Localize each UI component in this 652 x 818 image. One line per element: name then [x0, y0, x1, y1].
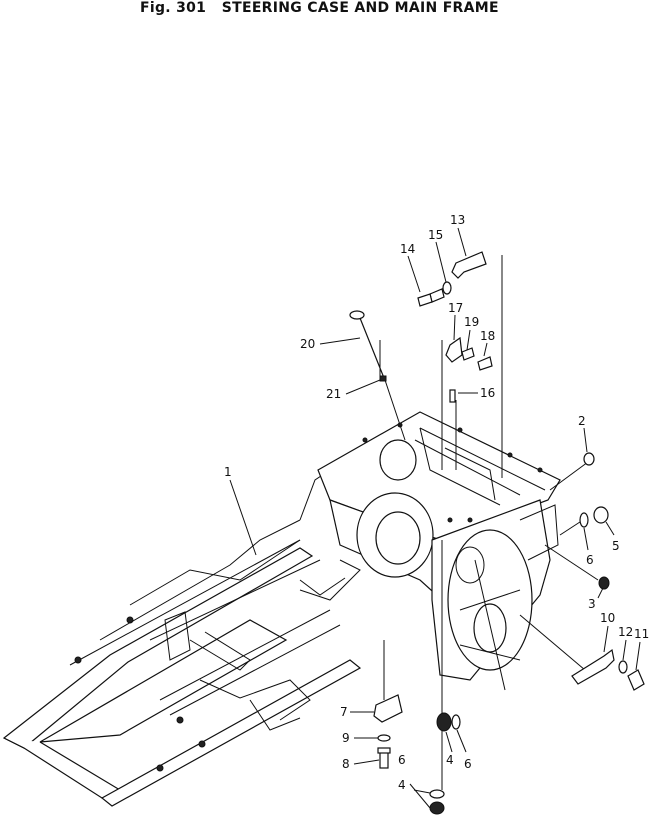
callout-2: 2: [578, 414, 586, 428]
callout-19: 19: [464, 315, 479, 329]
callout-6-right: 6: [586, 553, 594, 567]
callout-6-bottom: 6: [398, 753, 406, 767]
small-parts: [349, 251, 645, 815]
callout-18: 18: [480, 329, 495, 343]
steering-case: [299, 411, 561, 691]
reference-lines: [379, 255, 599, 790]
callout-4-lower: 4: [398, 778, 406, 792]
callout-1: 1: [224, 465, 232, 479]
callout-3: 3: [588, 597, 596, 611]
callout-13: 13: [450, 213, 465, 227]
callout-20: 20: [300, 337, 315, 351]
callout-21: 21: [326, 387, 341, 401]
callout-17: 17: [448, 301, 463, 315]
callout-14: 14: [400, 242, 415, 256]
callout-5: 5: [612, 539, 620, 553]
callout-12: 12: [618, 625, 633, 639]
callout-9: 9: [342, 731, 350, 745]
callout-leaders: [229, 227, 641, 809]
callout-16: 16: [480, 386, 495, 400]
main-frame: [2, 469, 362, 807]
callout-10: 10: [600, 611, 615, 625]
callout-4-upper: 4: [446, 753, 454, 767]
figure-title: Fig. 301 STEERING CASE AND MAIN FRAME: [140, 0, 499, 16]
callout-8: 8: [342, 757, 350, 771]
callout-15: 15: [428, 228, 443, 242]
callout-labels: 1 2 3 4 4 5 6 6 6 7 8 9 10 11 12 13 14 1…: [224, 213, 649, 792]
callout-11: 11: [634, 627, 649, 641]
callout-7: 7: [340, 705, 348, 719]
callout-6-middle: 6: [464, 757, 472, 771]
